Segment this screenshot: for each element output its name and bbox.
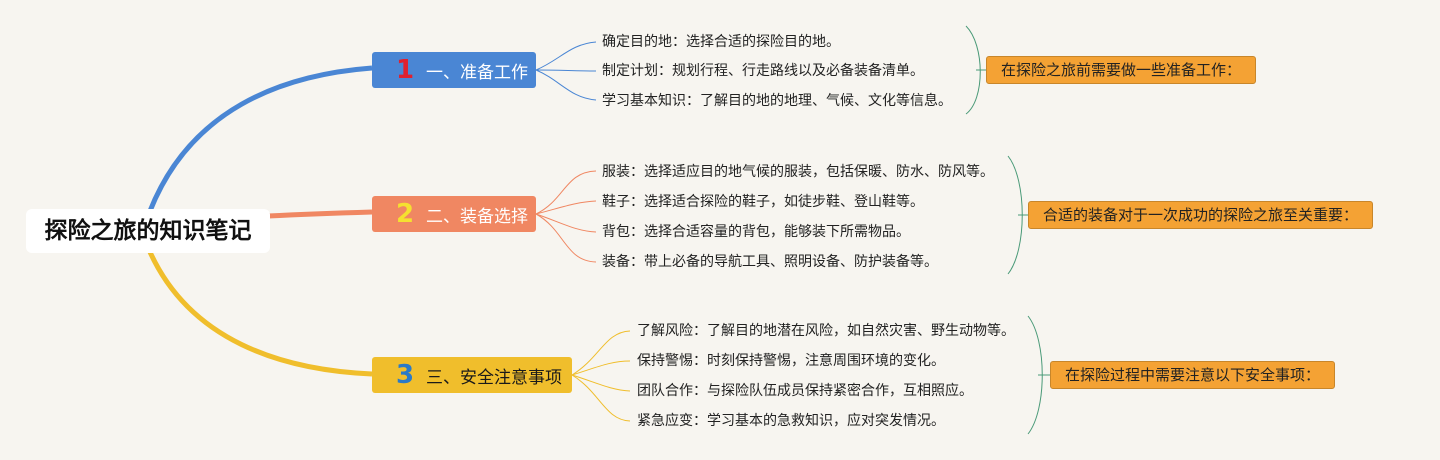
- branch-1-number: 1: [395, 55, 415, 85]
- summary-brace-2: [1007, 155, 1028, 275]
- connector-root-branch-3: [147, 250, 373, 377]
- connector-root-branch-2: [267, 209, 373, 219]
- branch-1[interactable]: 1 一、准备工作: [372, 52, 536, 88]
- leaf-1-3[interactable]: 学习基本知识：了解目的地的地理、气候、文化等信息。: [602, 93, 952, 109]
- connector-leaf-3-2: [571, 360, 631, 376]
- branch-3[interactable]: 3 三、安全注意事项: [372, 357, 572, 393]
- connector-leaf-1-3: [535, 69, 597, 101]
- summary-2[interactable]: 合适的装备对于一次成功的探险之旅至关重要：: [1028, 201, 1374, 229]
- connector-leaf-1-1: [535, 41, 597, 71]
- leaf-2-2[interactable]: 鞋子：选择适合探险的鞋子，如徒步鞋、登山鞋等。: [602, 194, 924, 210]
- summary-3[interactable]: 在探险过程中需要注意以下安全事项：: [1050, 361, 1336, 389]
- leaf-3-2[interactable]: 保持警惕：时刻保持警惕，注意周围环境的变化。: [637, 353, 945, 369]
- branch-3-label: 三、安全注意事项: [426, 367, 562, 388]
- leaf-1-1[interactable]: 确定目的地：选择合适的探险目的地。: [602, 34, 840, 50]
- branch-3-number: 3: [395, 360, 415, 390]
- leaf-2-4[interactable]: 装备：带上必备的导航工具、照明设备、防护装备等。: [602, 254, 938, 270]
- leaf-3-3[interactable]: 团队合作：与探险队伍成员保持紧密合作，互相照应。: [637, 383, 973, 399]
- connector-leaf-1-2: [535, 69, 597, 72]
- connector-root-branch-1: [147, 65, 373, 212]
- leaf-3-1[interactable]: 了解风险：了解目的地潜在风险，如自然灾害、野生动物等。: [637, 323, 1015, 339]
- root-topic[interactable]: 探险之旅的知识笔记: [26, 209, 270, 253]
- connector-leaf-2-3: [535, 213, 597, 233]
- connector-leaf-3-4: [571, 374, 631, 422]
- leaf-2-1[interactable]: 服装：选择适应目的地气候的服装，包括保暖、防水、防风等。: [602, 164, 994, 180]
- connector-leaf-2-4: [535, 213, 597, 263]
- branch-2[interactable]: 2 二、装备选择: [372, 196, 536, 232]
- branch-1-label: 一、准备工作: [426, 62, 528, 83]
- connector-leaf-2-1: [535, 170, 597, 215]
- leaf-3-4[interactable]: 紧急应变：学习基本的急救知识，应对突发情况。: [637, 413, 945, 429]
- connector-leaf-2-2: [535, 200, 597, 215]
- summary-1[interactable]: 在探险之旅前需要做一些准备工作：: [986, 56, 1257, 84]
- connector-leaf-3-1: [571, 330, 631, 376]
- leaf-2-3[interactable]: 背包：选择合适容量的背包，能够装下所需物品。: [602, 224, 910, 240]
- summary-brace-1: [965, 25, 986, 115]
- summary-brace-3: [1027, 315, 1050, 435]
- branch-2-label: 二、装备选择: [426, 206, 528, 227]
- connector-leaf-3-3: [571, 374, 631, 392]
- leaf-1-2[interactable]: 制定计划：规划行程、行走路线以及必备装备清单。: [602, 63, 924, 79]
- branch-2-number: 2: [395, 199, 415, 229]
